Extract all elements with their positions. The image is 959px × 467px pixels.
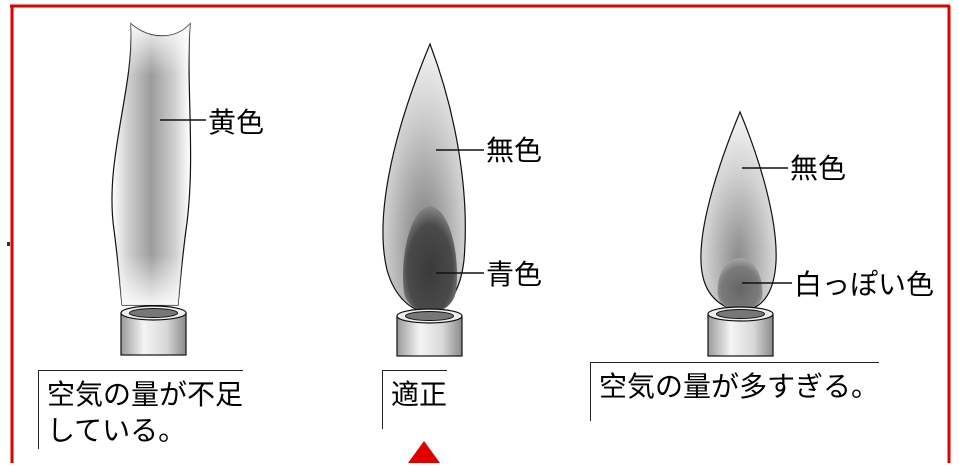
burner-tube-1 — [120, 305, 187, 356]
flame-1-insufficient-air: 黄色 — [111, 22, 264, 356]
caption-excess-air: 空気の量が多すぎる。 — [590, 362, 880, 421]
inner-flame-whitish — [717, 258, 763, 310]
flame-3-excess-air: 無色 白っぽい色 — [700, 110, 934, 357]
yellow-flame-fade — [111, 24, 191, 305]
frame-tick-mark — [7, 242, 10, 246]
caption-2-line-1: 適正 — [391, 378, 448, 411]
label-blue: 青色 — [486, 258, 542, 291]
label-yellow: 黄色 — [208, 106, 264, 139]
caption-proper: 適正 — [382, 370, 448, 429]
caption-1-line-2: している。 — [47, 414, 187, 447]
label-whitish: 白っぽい色 — [794, 268, 934, 301]
flame-2-proper: 無色 青色 — [382, 42, 542, 357]
label-colorless-1: 無色 — [486, 134, 542, 167]
inner-flame-blue — [403, 206, 457, 312]
red-triangle-marker-icon — [408, 441, 440, 463]
burner-tube-2 — [396, 308, 463, 357]
label-colorless-2: 無色 — [790, 152, 846, 185]
caption-1-line-1: 空気の量が不足 — [47, 378, 244, 411]
caption-insufficient-air: 空気の量が不足 している。 — [38, 370, 244, 449]
caption-3-line-1: 空気の量が多すぎる。 — [599, 370, 880, 403]
burner-tube-3 — [707, 306, 774, 357]
